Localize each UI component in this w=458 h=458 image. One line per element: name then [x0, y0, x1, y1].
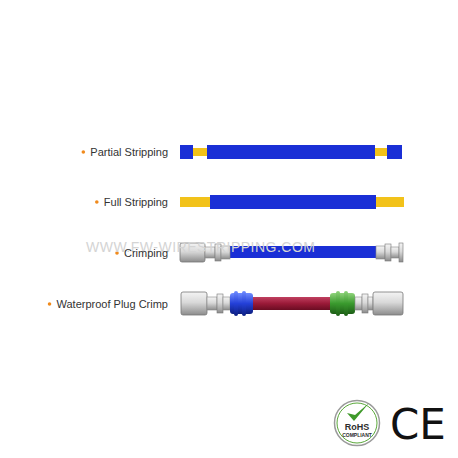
- badge-subtitle: COMPLIANT: [333, 433, 381, 438]
- partial-stripped-wire: [180, 145, 402, 159]
- row-label: Partial Stripping: [90, 147, 168, 158]
- bullet-dot: [48, 302, 52, 306]
- waterproof-crimped-wire: [181, 291, 403, 316]
- row-label: Full Stripping: [104, 197, 168, 208]
- watermark: WWW.FW-WIRESTRIPPING.COM: [86, 240, 316, 254]
- row-label: Crimping: [124, 248, 168, 259]
- bullet-dot: [95, 200, 99, 204]
- check-mark: [347, 403, 369, 421]
- ce-mark: CE: [390, 404, 446, 446]
- bullet-dot: [82, 150, 86, 154]
- bullet-dots: [48, 150, 119, 306]
- full-stripped-wire: [180, 195, 404, 209]
- rohs-badge: RoHSCOMPLIANT: [333, 399, 381, 447]
- badge-title: RoHS: [333, 423, 381, 432]
- row-label: Waterproof Plug Crimp: [57, 299, 168, 310]
